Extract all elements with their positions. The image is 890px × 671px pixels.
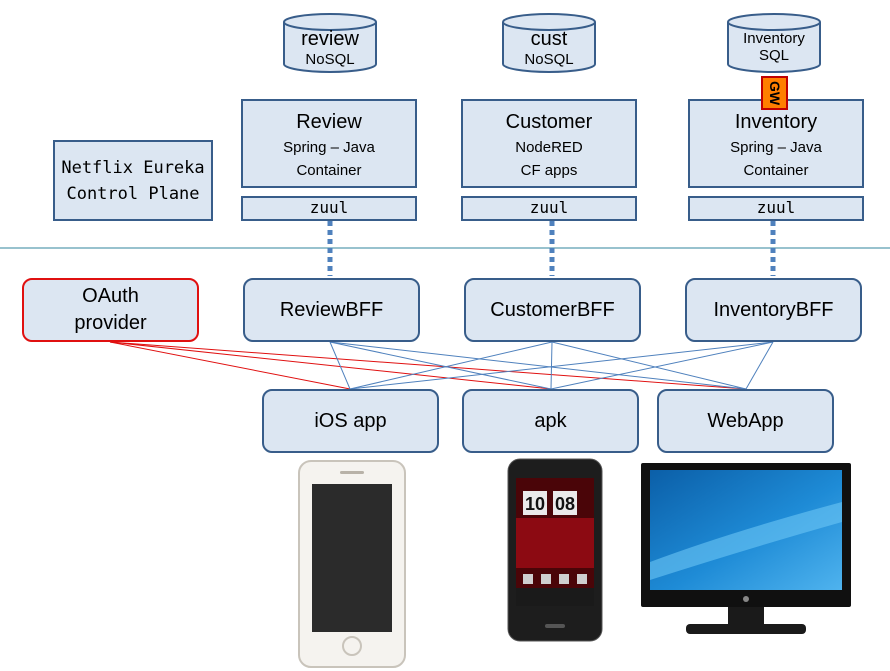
service-runtime: NodeRED	[515, 139, 583, 156]
customer-service-box: Customer NodeRED CF apps	[461, 99, 637, 188]
service-platform: Container	[743, 162, 809, 179]
inventory-bff-box: InventoryBFF	[685, 278, 862, 342]
gateway-label: GW	[766, 80, 783, 106]
database-name: cust	[530, 28, 568, 50]
bff-client-links	[329, 341, 774, 390]
phone-clock-minute: 08	[555, 494, 575, 514]
android-phone-image: 10 08	[507, 458, 603, 642]
database-type: NoSQL	[305, 51, 355, 68]
iphone-image	[298, 460, 406, 668]
oauth-label-line2: provider	[74, 312, 147, 334]
service-runtime: Spring – Java	[730, 139, 822, 156]
eureka-label-line2: Control Plane	[66, 183, 200, 204]
database-type: SQL	[758, 47, 789, 64]
oauth-links	[109, 341, 747, 390]
oauth-provider-box: OAuth provider	[22, 278, 199, 342]
customer-zuul-proxy: zuul	[461, 196, 637, 221]
apk-box: apk	[462, 389, 639, 453]
service-title: Review	[296, 111, 362, 133]
oauth-label-line1: OAuth	[82, 285, 139, 307]
desktop-monitor-image	[641, 463, 851, 634]
review-service-box: Review Spring – Java Container	[241, 99, 417, 188]
inventory-zuul-proxy: zuul	[688, 196, 864, 221]
inventory-database: Inventory SQL	[726, 12, 822, 74]
customer-bff-box: CustomerBFF	[464, 278, 641, 342]
webapp-box: WebApp	[657, 389, 834, 453]
database-name: review	[301, 28, 359, 50]
ios-app-box: iOS app	[262, 389, 439, 453]
review-bff-box: ReviewBFF	[243, 278, 420, 342]
review-database: review NoSQL	[282, 12, 378, 74]
service-platform: CF apps	[520, 162, 578, 179]
service-platform: Container	[296, 162, 362, 179]
database-type: NoSQL	[524, 51, 574, 68]
cust-database: cust NoSQL	[501, 12, 597, 74]
service-title: Inventory	[734, 111, 818, 133]
gateway-badge: GW	[761, 76, 788, 110]
service-title: Customer	[505, 111, 593, 133]
eureka-label-line1: Netflix Eureka	[61, 157, 205, 178]
service-runtime: Spring – Java	[283, 139, 375, 156]
eureka-control-plane-box: Netflix Eureka Control Plane	[53, 140, 213, 221]
phone-clock-hour: 10	[525, 494, 545, 514]
database-name: Inventory	[743, 30, 805, 47]
inventory-service-box: Inventory Spring – Java Container	[688, 99, 864, 188]
review-zuul-proxy: zuul	[241, 196, 417, 221]
